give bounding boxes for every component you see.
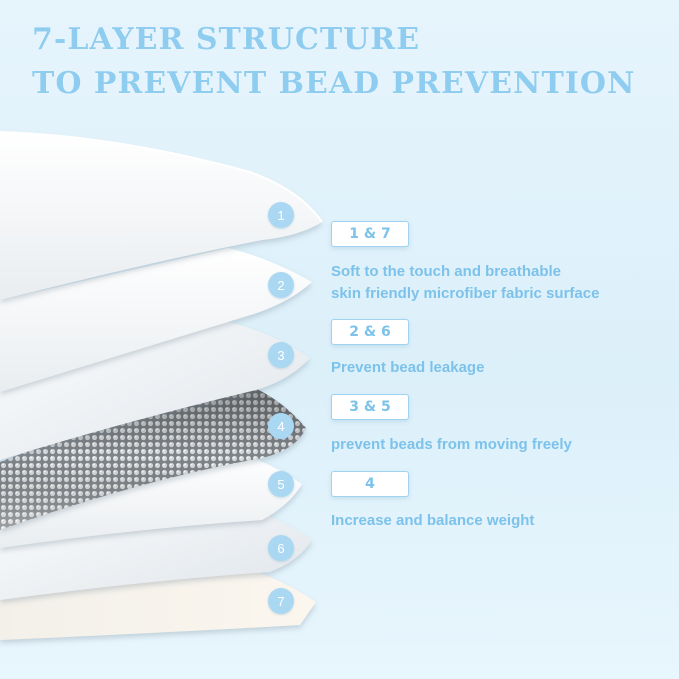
layer-number-1: 1 [268,202,294,228]
callout-desc-3-5: prevent beads from moving freely [331,436,572,453]
callout-tag-4: 4 [331,471,409,497]
layer-number-3: 3 [268,342,294,368]
layer-number-5: 5 [268,471,294,497]
callout-tag-3-5: 3 & 5 [331,394,409,420]
layer-6 [0,498,312,600]
layer-1 [0,132,322,300]
callout-desc-4: Increase and balance weight [331,512,535,529]
headline-line-2: TO PREVENT BEAD PREVENTION [32,66,636,101]
callout-tag-2-6: 2 & 6 [331,319,409,345]
layer-number-4: 4 [268,413,294,439]
layer-3 [0,320,310,460]
callout-desc-1-7-line-2: skin friendly microfiber fabric surface [331,285,600,302]
callout-tag-1-7: 1 & 7 [331,221,409,247]
layer-5 [0,452,302,548]
callout-desc-2-6: Prevent bead leakage [331,359,485,376]
layer-number-6: 6 [268,535,294,561]
layer-2 [0,248,312,392]
layer-number-2: 2 [268,272,294,298]
headline-line-1: 7-LAYER STRUCTURE [32,22,421,57]
layer-number-7: 7 [268,588,294,614]
callout-desc-1-7-line-1: Soft to the touch and breathable [331,263,562,280]
callout-desc-1-7: Soft to the touch and breathable skin fr… [331,261,676,305]
